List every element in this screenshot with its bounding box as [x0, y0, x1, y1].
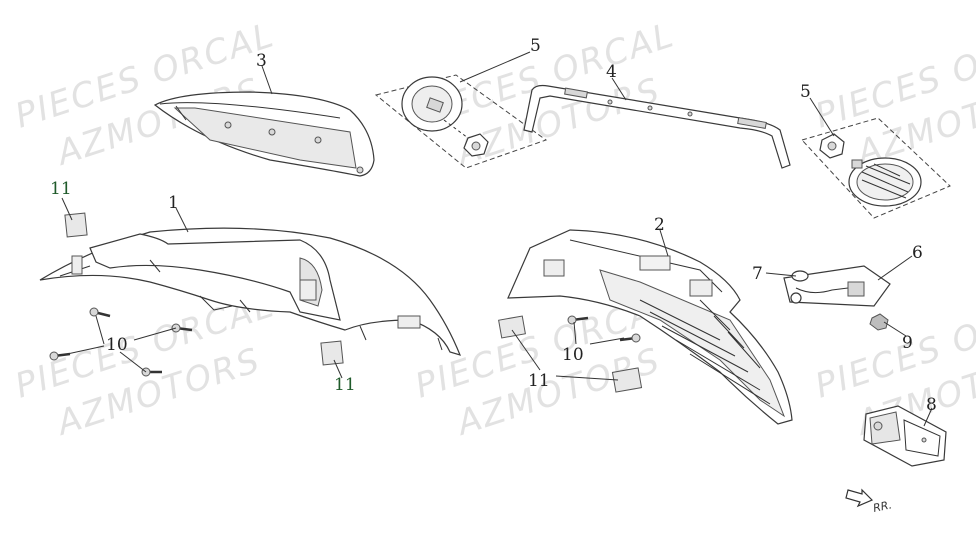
callout-9: 9: [902, 333, 913, 353]
part-mudguard: [507, 229, 793, 425]
leader-lines: [57, 51, 933, 427]
direction-label: RR.: [872, 498, 893, 515]
callout-3: 3: [256, 51, 267, 71]
callout-labels: 3 5 4 5 1 2 7 6 9 8 11 11 11 10 10: [50, 36, 937, 415]
callout-10-left: 10: [106, 335, 128, 355]
callout-5-left: 5: [530, 36, 541, 56]
rear-direction-indicator: RR.: [845, 488, 893, 515]
arrow-right-icon: [845, 488, 874, 508]
callout-2: 2: [654, 215, 665, 235]
part-screws: [49, 307, 641, 377]
callout-6: 6: [912, 243, 923, 263]
callout-10-right: 10: [562, 345, 584, 365]
part-bolt-9: [869, 313, 889, 331]
part-reflector-plate: [863, 405, 947, 467]
callout-8: 8: [926, 395, 937, 415]
callout-11-mudguard: 11: [528, 371, 550, 391]
part-tail-lamp: [153, 91, 375, 177]
part-plate-light: [783, 265, 891, 307]
part-bracket: [523, 84, 791, 169]
part-clip-nuts: [64, 212, 643, 393]
part-indicator-right: [801, 117, 951, 219]
part-indicator-left: [374, 74, 548, 169]
part-rear-fender: [39, 227, 462, 356]
callout-5-right: 5: [800, 82, 811, 102]
callout-7: 7: [752, 264, 763, 284]
watermark-layer: PIECES ORCAL AZMOTORS PIECES ORCAL AZMOT…: [10, 15, 976, 444]
callout-11-fender: 11: [334, 375, 356, 395]
callout-4: 4: [606, 62, 617, 82]
callout-1: 1: [168, 193, 179, 213]
callout-11-top-left: 11: [50, 179, 72, 199]
